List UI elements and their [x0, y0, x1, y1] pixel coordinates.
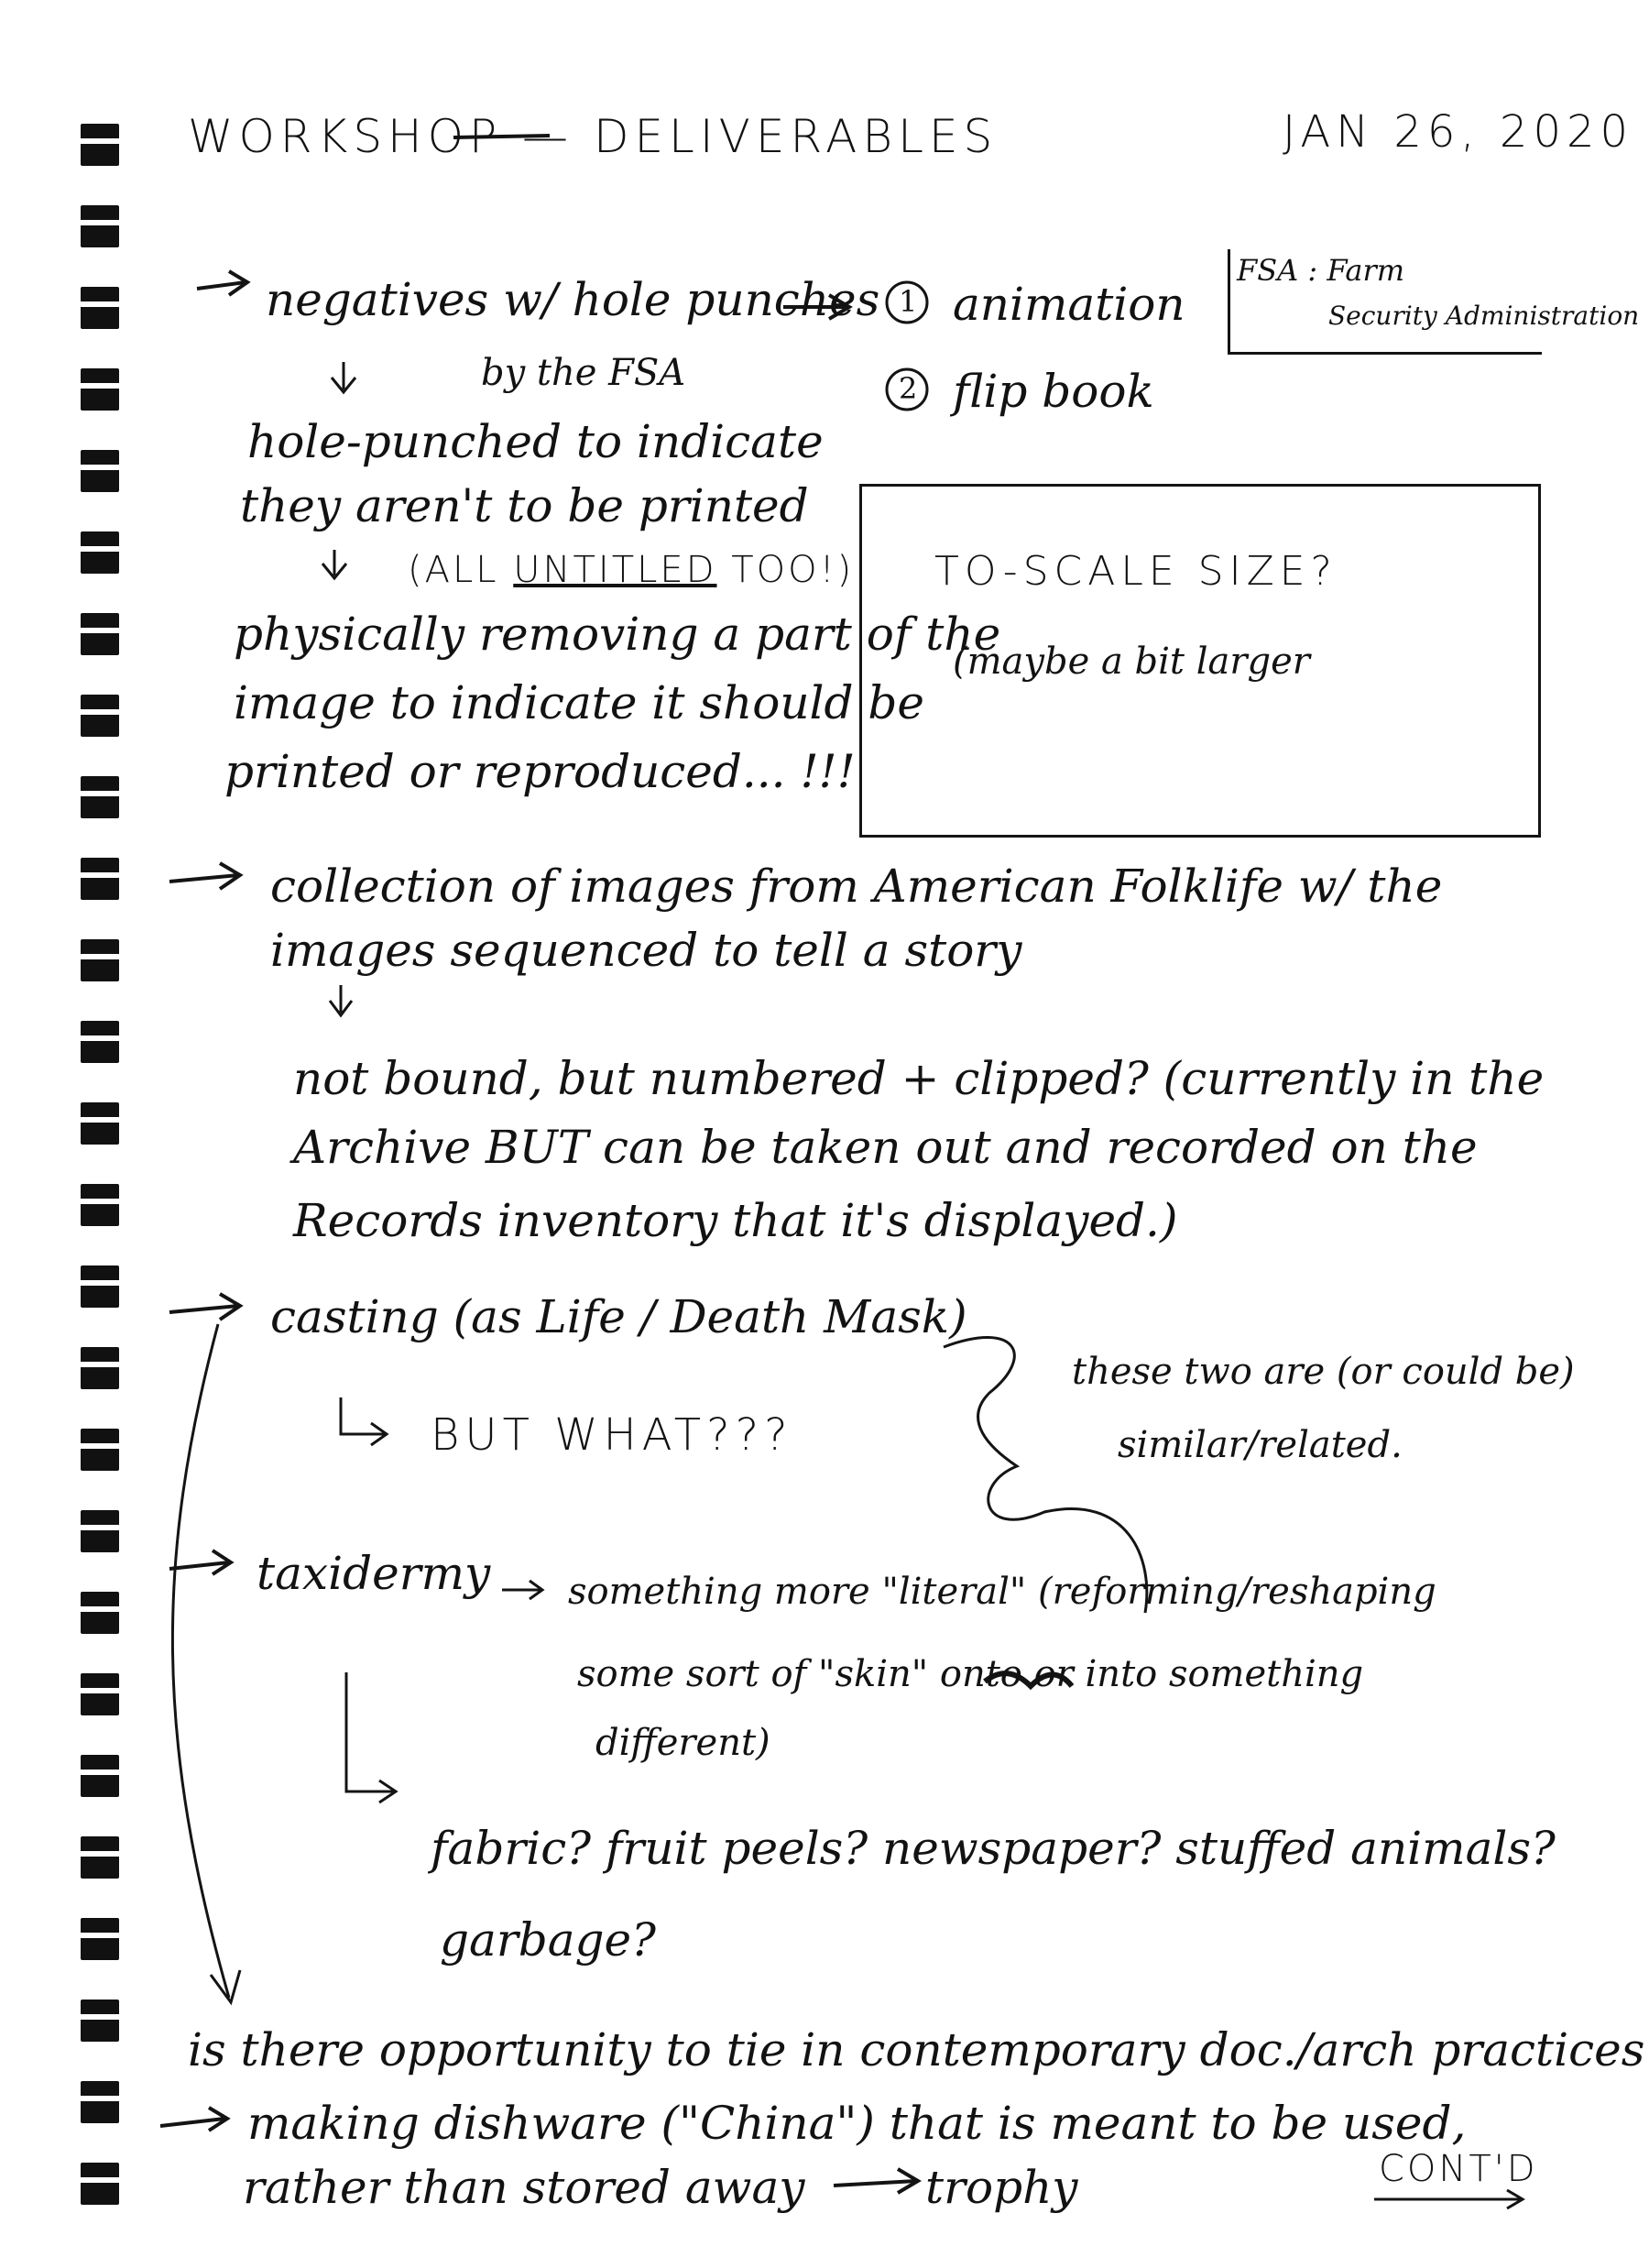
item1-line2: they aren't to be printed [240, 479, 809, 532]
item3-line1: casting (as Life / Death Mask) [270, 1290, 967, 1343]
item3-line2: BUT WHAT??? [431, 1409, 793, 1461]
binding-ring [81, 1429, 119, 1471]
item2-line2: images sequenced to tell a story [270, 924, 1022, 977]
scale-note-box [859, 484, 1541, 838]
item4-line2: some sort of "skin" onto or into somethi… [577, 1653, 1364, 1695]
binding-ring [81, 1755, 119, 1797]
binding-ring [81, 1673, 119, 1715]
option1-label: animation [953, 278, 1185, 331]
item1-line6: printed or reproduced... !!! [224, 745, 856, 798]
item2-line5: Records inventory that it's displayed.) [293, 1194, 1178, 1247]
page-title: WORKSHOP — DELIVERABLES [188, 110, 999, 163]
binding-ring [81, 531, 119, 574]
item4-line1b: something more "literal" (reforming/resh… [568, 1571, 1436, 1613]
item1-line3: (ALL UNTITLED TOO!) [408, 549, 855, 591]
binding-ring [81, 1265, 119, 1308]
binding-ring [81, 1918, 119, 1960]
item4-line5: garbage? [440, 1913, 656, 1967]
binding-ring [81, 1021, 119, 1063]
binding-ring [81, 1510, 119, 1552]
scale-note-text: (maybe a bit larger [953, 641, 1310, 683]
binding-ring [81, 124, 119, 166]
footer-line2: rather than stored away [243, 2161, 805, 2214]
binding-ring [81, 2081, 119, 2123]
date-text: JAN 26, 2020 [1283, 106, 1634, 158]
binding-ring [81, 450, 119, 492]
binding-ring [81, 368, 119, 411]
item1-main: negatives w/ hole punches [266, 273, 880, 326]
item2-line1: collection of images from American Folkl… [270, 860, 1443, 913]
binding-ring [81, 1184, 119, 1226]
binding-ring [81, 2000, 119, 2042]
binding-ring [81, 287, 119, 329]
binding-ring [81, 1347, 119, 1389]
binding-ring [81, 613, 119, 655]
binding-ring [81, 858, 119, 900]
option1-number: 1 [899, 284, 918, 319]
item2-line3: not bound, but numbered + clipped? (curr… [293, 1052, 1545, 1105]
fsa-note-line2: Security Administration [1328, 301, 1640, 331]
item3-side-note2: similar/related. [1118, 1424, 1403, 1466]
contd-label: CONT'D [1379, 2148, 1538, 2190]
item1-line4: physically removing a part of the [234, 608, 1001, 661]
option2-number: 2 [899, 371, 918, 406]
fsa-note-box [1228, 249, 1542, 355]
footer-line1: making dishware ("China") that is meant … [247, 2097, 1467, 2150]
scale-note-title: TO-SCALE SIZE? [934, 548, 1338, 595]
binding-ring [81, 1102, 119, 1145]
footer-question: is there opportunity to tie in contempor… [188, 2023, 1649, 2076]
binding-ring [81, 939, 119, 981]
fsa-note-line1: FSA : Farm [1237, 253, 1405, 288]
item4-line1: taxidermy [257, 1547, 491, 1600]
binding-ring [81, 695, 119, 737]
item4-line4: fabric? fruit peels? newspaper? stuffed … [431, 1822, 1556, 1875]
binding-ring [81, 776, 119, 818]
binding-ring [81, 1836, 119, 1879]
binding-ring [81, 2163, 119, 2205]
item1-by: by the FSA [481, 352, 686, 394]
item2-line4: Archive BUT can be taken out and recorde… [293, 1121, 1478, 1174]
item1-line5: image to indicate it should be [234, 676, 925, 729]
item4-line3: different) [595, 1722, 770, 1764]
binding-ring [81, 205, 119, 247]
item1-line1: hole-punched to indicate [247, 415, 824, 468]
footer-trophy: trophy [925, 2161, 1078, 2214]
item3-side-note1: these two are (or could be) [1072, 1351, 1575, 1393]
spiral-binding [0, 0, 137, 2268]
binding-ring [81, 1592, 119, 1634]
option2-label: flip book [953, 365, 1154, 418]
